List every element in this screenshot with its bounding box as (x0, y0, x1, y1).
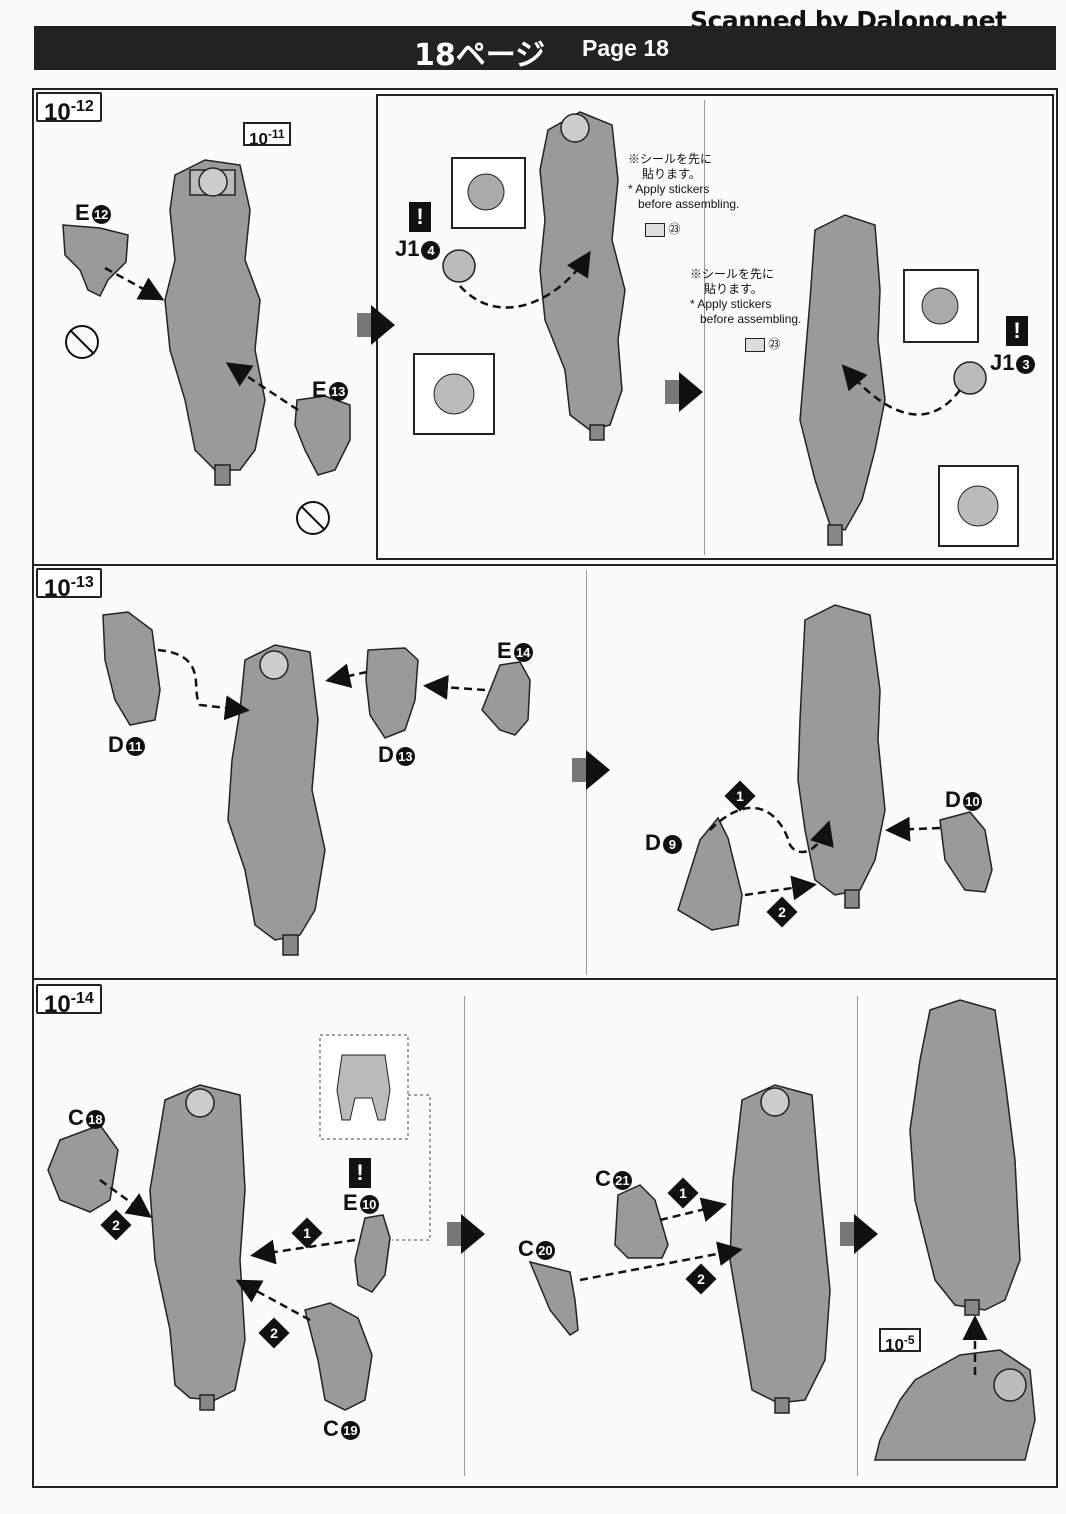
leg-assembly-10-12 (164, 159, 266, 486)
warning-icon: ! (409, 202, 431, 232)
sticker-note-2: ※シールを先に 貼ります。 * Apply stickers before as… (690, 267, 802, 326)
page-header-bar: 18ページ Page 18 (34, 26, 1056, 73)
order-marker-2: 2 (100, 1209, 132, 1241)
forbidden-symbol-1 (65, 325, 99, 359)
leg-assembly-10-14 (149, 1084, 246, 1411)
step-label-10-13: 10-13 (36, 568, 102, 602)
leg-assembly-10-13b (797, 604, 886, 909)
inset-box-sticker-1 (451, 157, 526, 229)
leg-assembly-10-12b (539, 111, 626, 441)
leg-assembly-10-13 (227, 644, 326, 956)
inset-box-j1-3 (938, 465, 1019, 547)
dotted-detail-box (319, 1034, 431, 1241)
ref-label-10-5: 10-5 (879, 1328, 921, 1355)
step-label-10-14: 10-14 (36, 984, 102, 1018)
part-e12-shape (62, 224, 129, 298)
warning-icon: ! (1006, 316, 1028, 346)
leg-assembly-10-14c (909, 999, 1021, 1316)
order-marker-1: 1 (667, 1177, 699, 1209)
part-d10-shape (939, 811, 993, 893)
part-c20-shape (528, 1260, 579, 1336)
section-10-14 (32, 978, 1058, 1488)
foot-10-5 (874, 1349, 1036, 1461)
ref-label-10-11: 10-11 (243, 122, 291, 149)
sticker-note-1: ※シールを先に 貼ります。 * Apply stickers before as… (628, 152, 740, 211)
part-j1-shapes (442, 249, 987, 395)
leg-assembly-10-14b (729, 1084, 831, 1414)
part-d9-shape (677, 816, 743, 931)
divider-line (704, 100, 705, 555)
part-c18-shape (47, 1124, 119, 1213)
part-c19-shape (304, 1302, 373, 1411)
order-marker-2: 2 (258, 1317, 290, 1349)
part-e14-shape (481, 661, 531, 736)
order-marker-2: 2 (766, 896, 798, 928)
inset-box-sticker-2 (903, 269, 979, 343)
step-arrow (357, 305, 878, 1254)
page-title-jp: 18ページ (414, 38, 546, 73)
sticker-ref-1: ㉓ (645, 220, 680, 237)
page-title-en: Page 18 (582, 35, 669, 61)
part-e10-shape (354, 1214, 391, 1293)
inset-box-j1-4 (413, 353, 495, 435)
part-e13-shape (294, 395, 351, 476)
order-marker-2: 2 (685, 1263, 717, 1295)
forbidden-symbol-2 (296, 501, 330, 535)
part-c21-shape (614, 1184, 669, 1259)
order-marker-1: 1 (291, 1217, 323, 1249)
order-marker-1: 1 (724, 780, 756, 812)
leg-assembly-10-12c (799, 214, 886, 546)
part-d11-shape (102, 611, 161, 726)
part-d13-shape (365, 647, 419, 739)
warning-icon: ! (349, 1158, 371, 1188)
step-label-10-12: 10-12 (36, 92, 102, 126)
sticker-ref-2: ㉓ (745, 335, 780, 352)
